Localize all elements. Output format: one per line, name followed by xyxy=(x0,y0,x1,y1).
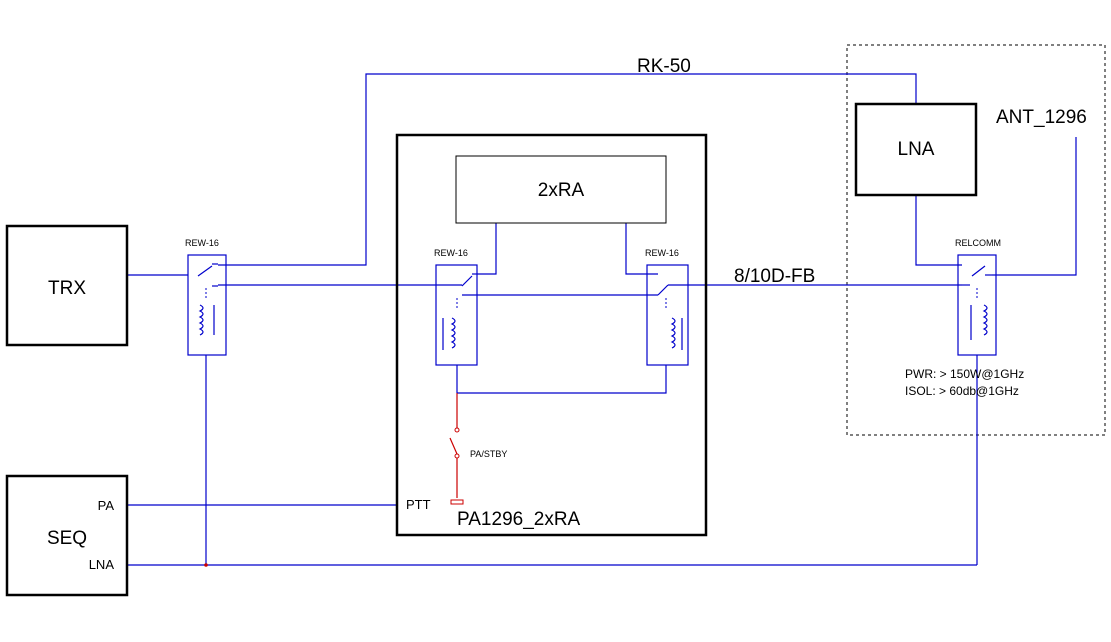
ptt-label: PTT xyxy=(406,497,431,512)
coil-bus xyxy=(457,365,667,394)
rew-left-label: REW-16 xyxy=(185,238,219,248)
lna-output-line xyxy=(915,196,962,266)
trx-label: TRX xyxy=(48,278,86,299)
ra-box xyxy=(455,155,667,224)
isol-spec: ISOL: > 60db@1GHz xyxy=(905,384,1019,398)
rew-pa-out-label: REW-16 xyxy=(645,248,679,258)
pa-box xyxy=(395,133,708,537)
pwr-spec: PWR: > 150W@1GHz xyxy=(905,367,1024,381)
main-cable-label: 8/10D-FB xyxy=(734,266,815,287)
ra-input-line xyxy=(477,223,497,275)
relay-rew-pa-out xyxy=(646,264,689,366)
seq-label: SEQ xyxy=(47,528,87,549)
junction-dot xyxy=(204,563,208,567)
rk50-bypass-line xyxy=(218,73,917,266)
antenna-label: ANT_1296 xyxy=(996,107,1087,128)
mast-enclosure xyxy=(846,44,1106,436)
trx-box xyxy=(5,224,129,347)
seq-lna-label: LNA xyxy=(89,557,115,572)
seq-box xyxy=(5,474,129,597)
rew-pa-in-label: REW-16 xyxy=(434,248,468,258)
lna-box xyxy=(854,102,978,197)
antenna-line xyxy=(992,137,1077,276)
pa-stby-label: PA/STBY xyxy=(470,449,507,459)
rf-wiring xyxy=(127,73,1077,567)
relay-rew-left xyxy=(187,254,227,356)
relay-relcomm xyxy=(957,254,997,356)
ra-label: 2xRA xyxy=(538,180,585,201)
lna-label: LNA xyxy=(898,139,935,160)
rk50-label: RK-50 xyxy=(637,56,691,77)
relcomm-label: RELCOMM xyxy=(955,238,1001,248)
pa-name-label: PA1296_2xRA xyxy=(457,509,581,530)
relay-rew-pa-in xyxy=(435,264,478,366)
seq-pa-label: PA xyxy=(98,498,115,513)
pa-stby-switch[interactable] xyxy=(449,393,464,505)
